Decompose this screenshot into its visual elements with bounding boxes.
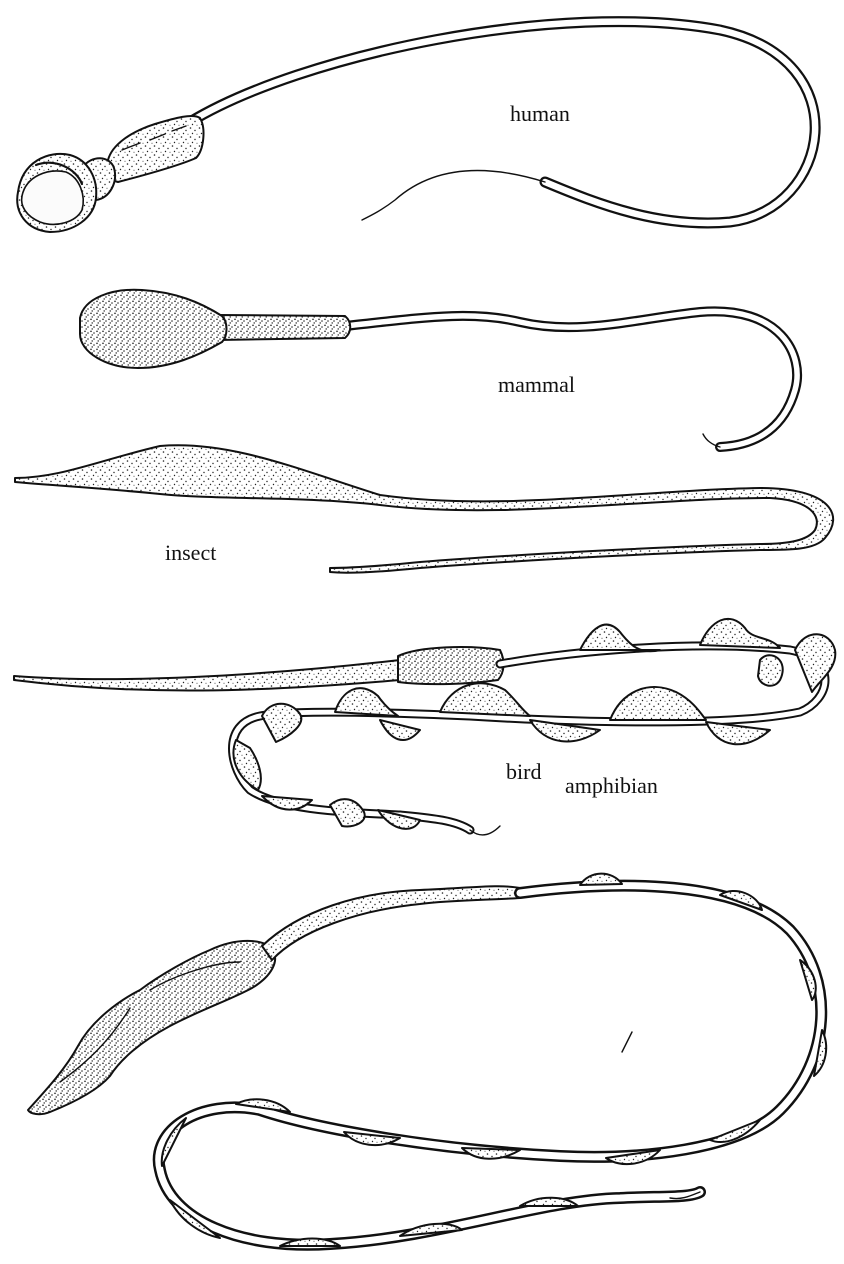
insect-body bbox=[15, 445, 833, 573]
label-mammal: mammal bbox=[498, 372, 575, 397]
amphibian-sperm-drawing bbox=[14, 619, 835, 835]
mammal-midpiece bbox=[214, 315, 351, 340]
label-bird: bird bbox=[506, 759, 541, 784]
bird-sperm-drawing bbox=[28, 874, 826, 1246]
label-human: human bbox=[510, 101, 570, 126]
mammal-sperm-drawing bbox=[80, 290, 797, 447]
insect-sperm-drawing bbox=[15, 445, 833, 573]
mammal-head bbox=[80, 290, 227, 368]
human-midpiece bbox=[107, 116, 203, 182]
human-sperm-drawing bbox=[17, 22, 815, 232]
label-amphibian: amphibian bbox=[565, 773, 658, 798]
label-insect: insect bbox=[165, 540, 216, 565]
